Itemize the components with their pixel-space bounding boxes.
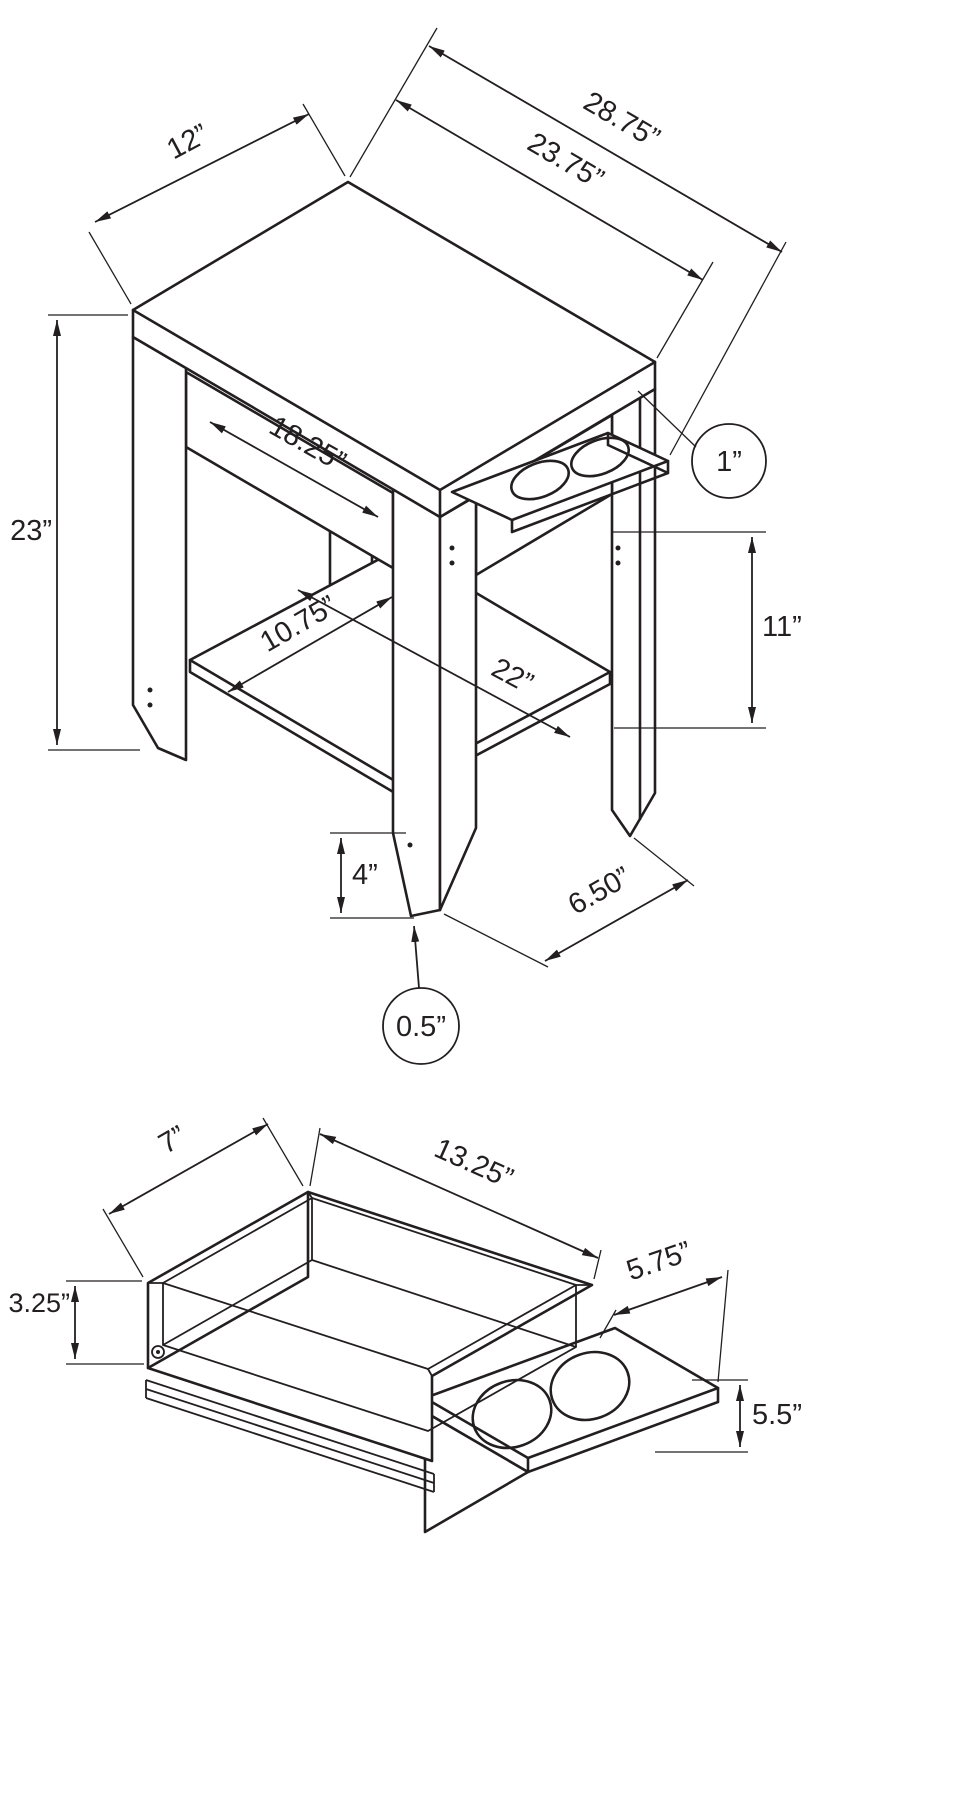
dim-shelf-clearance: 11”: [612, 531, 802, 729]
cup-holder-1: [510, 459, 570, 501]
dim-label-foot-tip: 0.5”: [396, 1011, 446, 1043]
callout-foot-tip: 0.5”: [382, 925, 460, 1065]
table-isometric-view: 12” 23.75” 28.75” 23” 18.25”: [10, 27, 802, 1065]
callout-circle-foot-tip: [382, 987, 460, 1065]
dim-label-top-depth: 23.75”: [522, 127, 609, 196]
dim-label-foot-spacing: 6.50”: [563, 861, 636, 921]
dim-label-drawer-width: 7”: [153, 1120, 191, 1161]
drawer-back-left-face: [146, 1190, 310, 1370]
drawer-inner-bottom: [162, 1259, 577, 1432]
drawer-slide-rail: [145, 1345, 435, 1493]
dim-drawer-height: 3.25”: [8, 1280, 144, 1365]
dim-label-tray-drop: 5.5”: [752, 1399, 802, 1431]
dim-label-overall-height: 23”: [10, 515, 52, 547]
dim-label-top-thickness: 1”: [716, 446, 742, 478]
table-front-leg-right-face: [438, 494, 478, 912]
tray-cup-holder-2: [549, 1350, 631, 1422]
callout-circle-top-thickness: [691, 423, 767, 499]
callout-top-thickness: 1”: [637, 390, 767, 499]
cup-holder-2: [570, 436, 630, 478]
dim-label-shelf-clearance: 11”: [762, 611, 802, 643]
table-front-left-leg: [131, 335, 188, 762]
dim-label-tray-width: 5.75”: [623, 1236, 696, 1288]
tray-drawer-view: 7” 13.25” 5.75” 3.25” 5.5”: [8, 1117, 802, 1534]
dim-overall-height: 23”: [10, 314, 140, 751]
dim-label-foot-height: 4”: [352, 859, 378, 891]
drawer-inner-verticals: [162, 1198, 577, 1347]
table-front-leg-left-face: [391, 487, 442, 918]
dim-tray-drop: 5.5”: [655, 1379, 802, 1453]
dim-label-drawer-height: 3.25”: [8, 1288, 70, 1318]
drawer-rim-corners: [148, 1191, 592, 1377]
dim-foot-spacing: 6.50”: [443, 837, 695, 968]
dim-label-drawer-length: 13.25”: [430, 1132, 518, 1195]
dim-label-top-width: 12”: [162, 118, 214, 166]
dim-foot-height: 4”: [330, 832, 414, 919]
dim-label-overall-depth: 28.75”: [578, 86, 665, 155]
tray-cup-holder-1: [471, 1378, 553, 1450]
table-top-edges: [131, 308, 657, 519]
screw-holes: [147, 545, 621, 848]
